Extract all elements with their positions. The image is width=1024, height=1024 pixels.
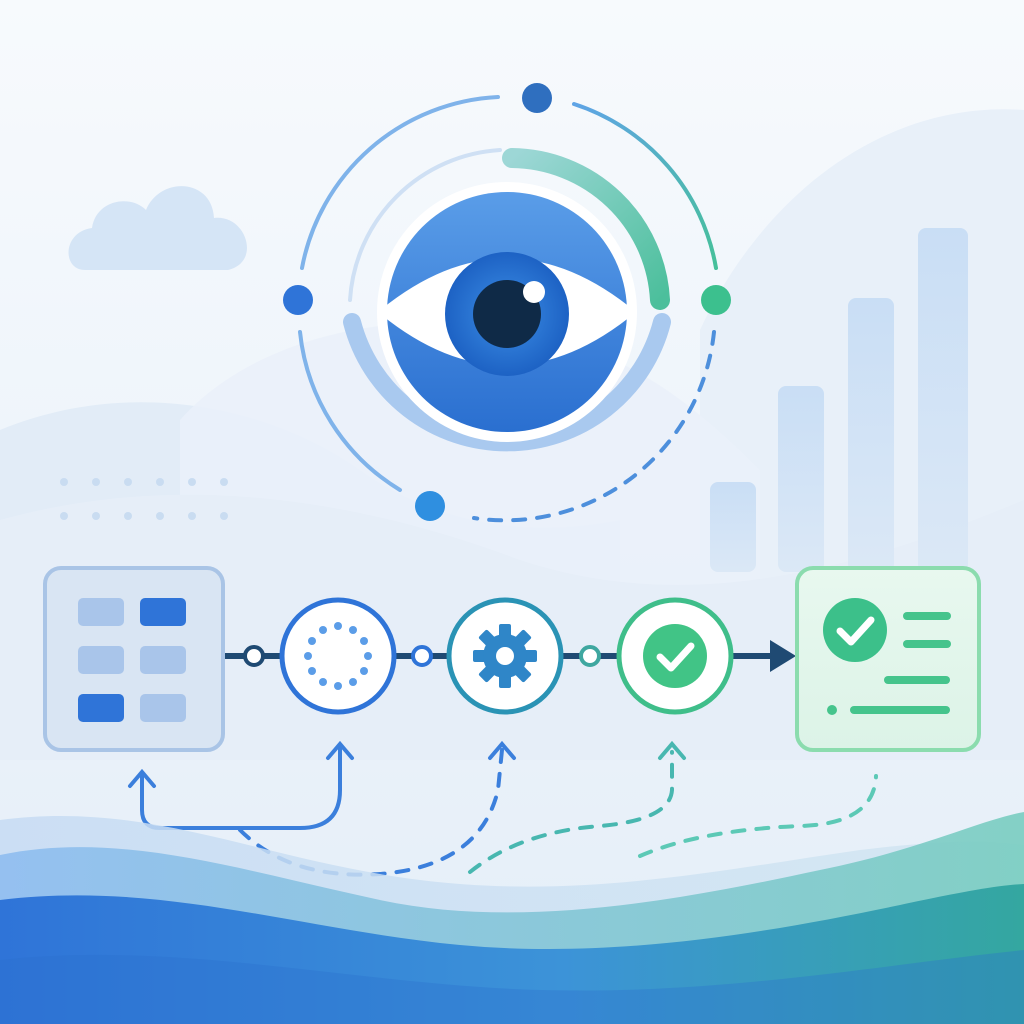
inner-ring-arc bbox=[348, 148, 502, 302]
decor-bar bbox=[848, 298, 894, 572]
pipeline-arrowhead bbox=[770, 640, 796, 672]
decor-bar bbox=[710, 482, 756, 572]
observer-eye-group bbox=[283, 83, 731, 523]
loading-spinner-icon bbox=[304, 622, 372, 690]
check-circle-icon bbox=[643, 624, 707, 688]
feedback-loop-dashed-1 bbox=[238, 748, 504, 877]
connector-node bbox=[411, 645, 433, 667]
arrowhead-up bbox=[658, 740, 686, 760]
decor-bar bbox=[918, 228, 968, 572]
feedback-loop-solid bbox=[140, 746, 342, 830]
orbit-arc-bottom-left bbox=[298, 330, 402, 492]
report-checklist-icon bbox=[823, 598, 951, 715]
orbit-node-top bbox=[522, 83, 552, 113]
progress-arc-secondary bbox=[343, 313, 671, 452]
connector-node bbox=[243, 645, 265, 667]
stage-verify-node bbox=[616, 597, 734, 715]
feedback-loop-dashed-2 bbox=[468, 750, 674, 874]
wave-front bbox=[0, 884, 1024, 1024]
progress-arc bbox=[502, 148, 670, 310]
orbit-arc-dashed bbox=[472, 330, 716, 523]
orbit-arc-left bbox=[300, 95, 500, 270]
dot-grid bbox=[60, 478, 228, 520]
arrowhead-up bbox=[326, 740, 354, 760]
stage-process-node bbox=[446, 597, 564, 715]
pipeline bbox=[43, 566, 981, 752]
eye-pupil bbox=[473, 280, 541, 348]
cloud-icon bbox=[68, 186, 247, 270]
decor-bar bbox=[778, 386, 824, 572]
data-grid-icon bbox=[78, 598, 186, 722]
orbit-arc-right bbox=[572, 102, 718, 270]
arrowhead-up bbox=[128, 768, 156, 788]
wave-highlight bbox=[0, 950, 1024, 1024]
arrowhead-up bbox=[488, 740, 516, 760]
stage-input-card bbox=[43, 566, 225, 752]
stage-collect-node bbox=[279, 597, 397, 715]
gear-icon bbox=[473, 624, 537, 688]
orbit-node-left bbox=[283, 285, 313, 315]
stage-output-card bbox=[795, 566, 981, 752]
eye-highlight bbox=[523, 281, 545, 303]
feedback-loops bbox=[128, 740, 878, 877]
orbit-node-right bbox=[701, 285, 731, 315]
orbit-node-bottom bbox=[415, 491, 445, 521]
connector-node bbox=[579, 645, 601, 667]
bar-chart-decoration bbox=[710, 228, 968, 572]
